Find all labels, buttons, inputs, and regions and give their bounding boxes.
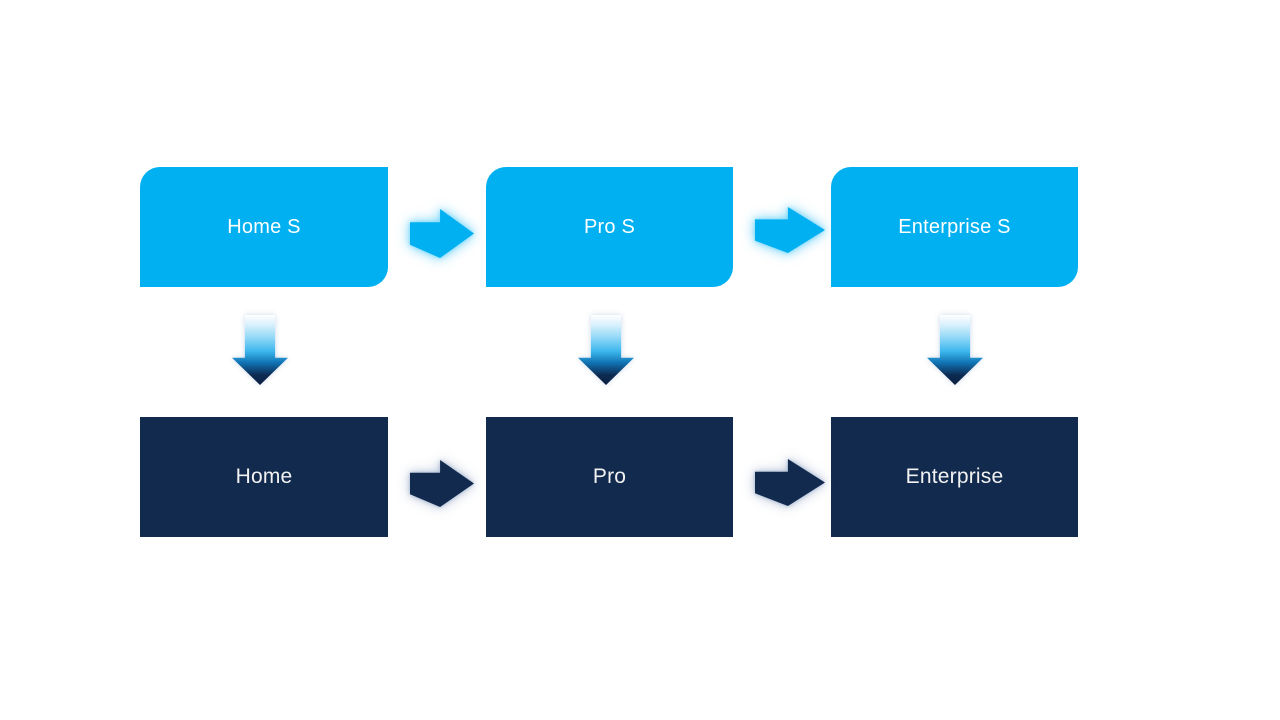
right-arrow-shape (755, 207, 825, 253)
node-home-s: Home S (140, 167, 388, 287)
down-arrow-shape (232, 315, 288, 385)
down-arrow-shape (927, 315, 983, 385)
right-arrow-shape (410, 209, 474, 258)
right-arrow-icon (755, 459, 825, 506)
right-arrow-icon (410, 209, 474, 258)
right-arrow-shape (755, 459, 825, 506)
node-home-s-label: Home S (227, 215, 301, 238)
node-home: Home (140, 417, 388, 537)
node-enterprise-s: Enterprise S (831, 167, 1078, 287)
node-pro-s-label: Pro S (583, 215, 636, 238)
node-pro-s: Pro S (486, 167, 733, 287)
down-arrow-icon (232, 315, 288, 385)
right-arrow-icon (755, 207, 825, 253)
node-enterprise-label: Enterprise (905, 465, 1004, 488)
node-enterprise-s-label: Enterprise S (898, 215, 1011, 238)
right-arrow-icon (410, 460, 474, 507)
right-arrow-shape (410, 460, 474, 507)
down-arrow-icon (578, 315, 634, 385)
down-arrow-shape (578, 315, 634, 385)
node-pro: Pro (486, 417, 733, 537)
down-arrow-icon (927, 315, 983, 385)
node-home-label: Home (235, 465, 293, 488)
node-pro-label: Pro (592, 465, 627, 488)
node-enterprise: Enterprise (831, 417, 1078, 537)
